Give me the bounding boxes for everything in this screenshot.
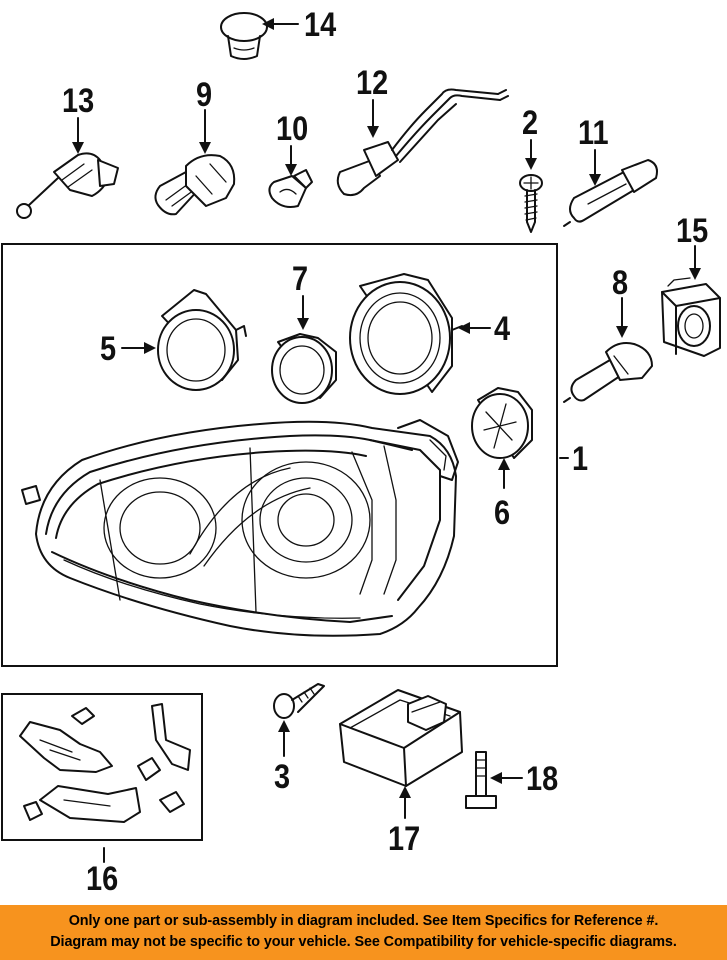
callout-5: 5 (100, 330, 117, 368)
callout-14: 14 (304, 6, 337, 44)
part-2-screw-drawing (519, 174, 543, 233)
callout-8: 8 (612, 264, 629, 302)
callout-16: 16 (86, 860, 119, 898)
part-3-screw-drawing (273, 683, 325, 719)
part-5-ring-drawing (157, 289, 247, 391)
part-4-ring-drawing (349, 273, 463, 395)
callout-9: 9 (196, 76, 213, 114)
callout-7: 7 (292, 260, 309, 298)
part-14-cap-drawing (220, 12, 268, 60)
part-11-bulb-drawing (563, 159, 658, 227)
part-9-bulb-drawing (154, 154, 236, 216)
part-13-bulb-drawing (16, 152, 119, 219)
callout-4: 4 (494, 310, 511, 348)
part-7-ring-drawing (271, 333, 337, 404)
callout-11: 11 (578, 114, 609, 152)
part-17-ballast-drawing (339, 689, 463, 787)
callout-1: 1 (572, 440, 589, 478)
part-18-bolt-drawing (465, 751, 497, 809)
callout-2: 2 (522, 104, 539, 142)
callout-3: 3 (274, 758, 291, 796)
part-1-headlamp-drawing (21, 419, 459, 637)
callout-18: 18 (526, 760, 559, 798)
disclaimer-line-2: Diagram may not be specific to your vehi… (50, 934, 677, 950)
callout-15: 15 (676, 212, 709, 250)
part-12-socket-drawing (336, 88, 509, 197)
callout-12: 12 (356, 64, 389, 102)
part-8-bulb-drawing (563, 342, 653, 403)
diagram-drawing (1, 12, 721, 863)
callout-10: 10 (276, 110, 309, 148)
disclaimer-line-1: Only one part or sub-assembly in diagram… (68, 913, 659, 929)
part-10-bulb-drawing (268, 169, 313, 208)
part-16-bracket-drawing (19, 703, 191, 823)
bracket-kit-frame (1, 693, 203, 841)
disclaimer-footer: Only one part or sub-assembly in diagram… (0, 905, 727, 960)
leader-lines (72, 18, 701, 863)
part-6-ring-drawing (471, 387, 533, 459)
part-15-housing-drawing (661, 277, 721, 357)
callout-6: 6 (494, 494, 511, 532)
callout-17: 17 (388, 820, 421, 858)
headlamp-assembly-frame (1, 243, 558, 667)
parts-diagram: 14 13 9 10 12 2 11 15 8 5 7 4 6 1 3 17 1… (1, 6, 721, 898)
callout-13: 13 (62, 82, 95, 120)
